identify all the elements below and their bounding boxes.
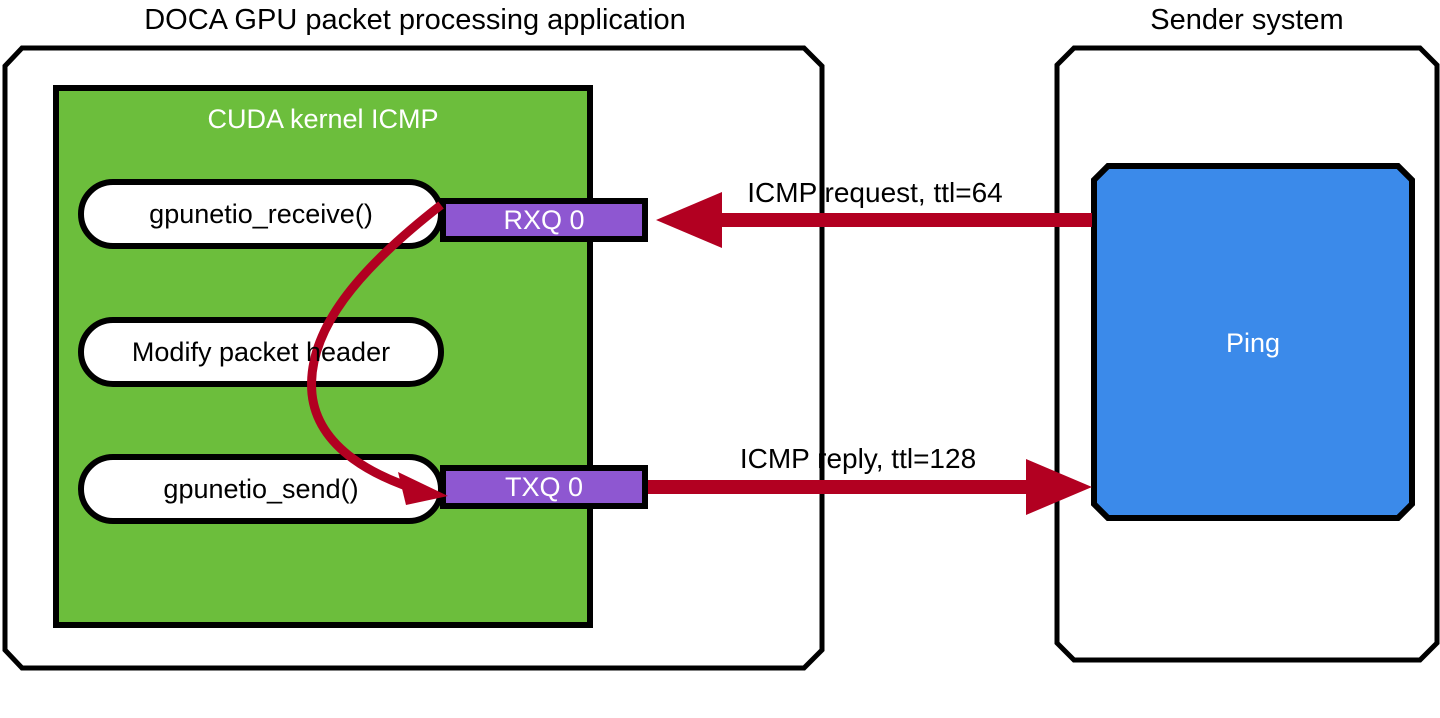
step-pill-modify-packet-header: [78, 317, 444, 387]
page-title-right: Sender system: [1150, 4, 1344, 36]
queue-box-rxq-0: [440, 198, 648, 242]
page-title-left: DOCA GPU packet processing application: [144, 4, 686, 36]
queue-box-txq-0: [440, 465, 648, 509]
flow-arrow-icmp-request: [656, 192, 1092, 248]
flow-arrow-icmp-reply: [648, 459, 1092, 515]
step-pill-gpunetio-send: [78, 454, 444, 524]
ping-box: [1091, 163, 1415, 521]
internal-flow-arrow-rxq-to-txq: [307, 201, 448, 505]
step-pill-gpunetio-receive: [78, 179, 444, 249]
